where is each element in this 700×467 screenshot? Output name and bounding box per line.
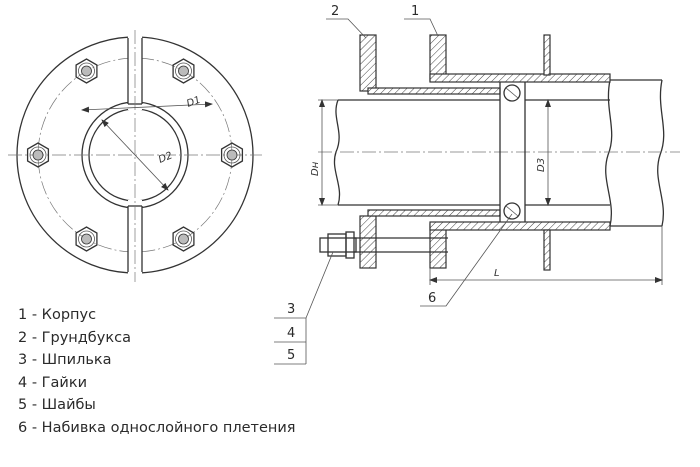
- callout-6-leader: [420, 213, 513, 307]
- legend-item: 1 - Корпус: [18, 307, 97, 323]
- pipe-break-left: [333, 99, 341, 206]
- callout-3-5-leader: [305, 251, 334, 319]
- pipe-break-right: [605, 79, 613, 227]
- d2-label: D2: [157, 150, 174, 165]
- front-view: D1 D2: [8, 30, 262, 282]
- body-top-wall: [429, 73, 611, 83]
- legend-item: 4 - Гайки: [18, 374, 88, 391]
- nut: [327, 233, 347, 257]
- callout-3: 3: [287, 302, 295, 317]
- hex-nut: [172, 226, 195, 252]
- gland-top-sleeve: [367, 87, 501, 95]
- callout-1-leader: [404, 18, 439, 37]
- hex-nut: [172, 58, 195, 84]
- legend-item: 6 - Набивка однослойного плетения: [18, 419, 296, 436]
- hex-nut: [75, 226, 98, 252]
- callout-5: 5: [287, 348, 295, 363]
- d3-label: D3: [536, 158, 547, 172]
- washer: [345, 231, 355, 259]
- callout-4: 4: [287, 326, 295, 341]
- hex-nut: [75, 58, 98, 84]
- legend-item: 2 - Грундбукса: [18, 329, 131, 346]
- callout-2: 2: [331, 4, 339, 19]
- gland-top-flange: [359, 34, 377, 92]
- callout-6: 6: [428, 291, 436, 306]
- stud-end: [319, 237, 357, 253]
- d1-label: D1: [185, 95, 202, 110]
- dh-label: Dн: [310, 161, 321, 176]
- l-label: L: [494, 268, 500, 279]
- bolt-nuts: [26, 58, 244, 252]
- d2-dimension-line: [101, 119, 169, 191]
- gland-bottom-sleeve: [367, 209, 501, 217]
- hex-nut: [220, 142, 244, 168]
- d1-dimension-line: [81, 101, 213, 113]
- section-view: Dн D3 L 2 1 6 3 4 5: [274, 4, 680, 365]
- packing-ring-top: [503, 84, 521, 102]
- body-bottom-wall: [429, 221, 611, 231]
- callout-2-leader: [326, 18, 367, 39]
- legend-item: 3 - Шпилька: [18, 352, 112, 369]
- packing-ring-bottom: [503, 202, 521, 220]
- callout-1: 1: [411, 4, 419, 19]
- gland-bottom-flange: [359, 215, 377, 269]
- parts-legend: 1 - Корпус 2 - Грундбукса 3 - Шпилька 4 …: [18, 304, 296, 440]
- hex-nut: [26, 142, 50, 168]
- body-bottom-flange: [429, 223, 447, 269]
- body-top-rib: [543, 34, 551, 76]
- body-bottom-rib: [543, 229, 551, 271]
- legend-item: 5 - Шайбы: [18, 397, 96, 414]
